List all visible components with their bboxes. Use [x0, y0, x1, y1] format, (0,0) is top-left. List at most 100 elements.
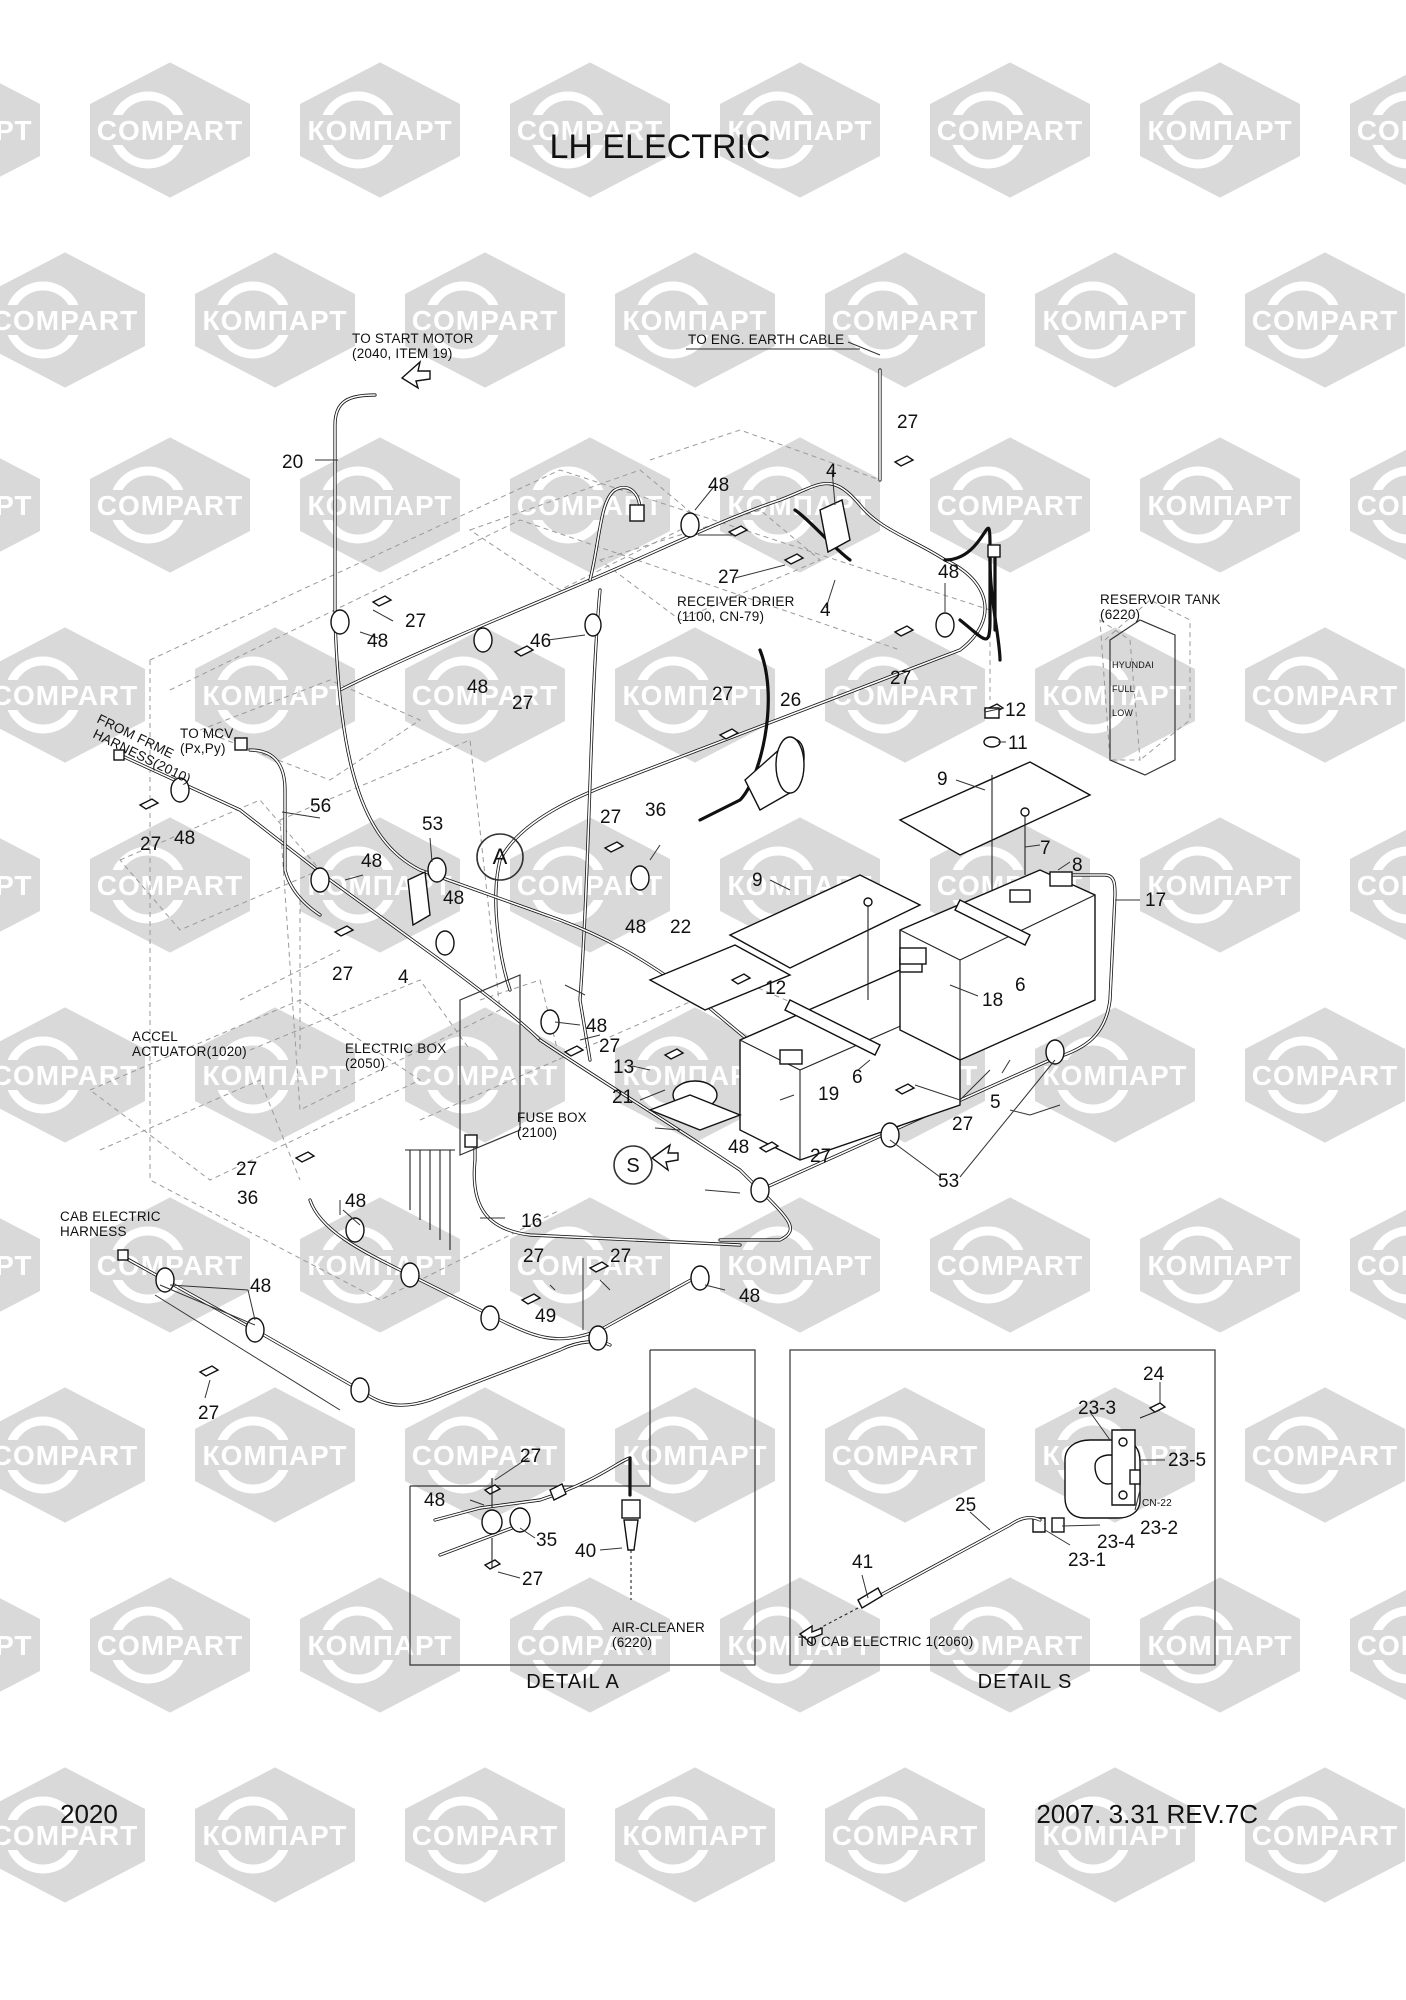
watermark-band: [1355, 1250, 1406, 1280]
callout: 5: [990, 1092, 1001, 1113]
callout: 56: [310, 796, 331, 817]
note-cab-electric-harness-1: CAB ELECTRIC: [60, 1209, 161, 1224]
watermark-text: КОМПАРТ: [203, 305, 348, 336]
callout: 27: [236, 1159, 257, 1180]
callout: 27: [952, 1114, 973, 1135]
watermark-band: [620, 305, 770, 335]
detail-s-panel: DETAIL S: [789, 1349, 1216, 1693]
watermark-band: [410, 1820, 560, 1850]
watermark-text: КОМПАРТ: [1043, 1820, 1188, 1851]
watermark-band: [620, 680, 770, 710]
callout: 40: [575, 1541, 596, 1562]
watermark-band: [200, 305, 350, 335]
svg-text:HYUNDAI: HYUNDAI: [1112, 660, 1154, 670]
watermark-text: COMPART: [832, 305, 978, 336]
watermark-text: КОМПАРТ: [728, 115, 873, 146]
watermark-text: COMPART: [1252, 680, 1398, 711]
callout: 26: [780, 690, 801, 711]
callout: 20: [282, 452, 303, 473]
watermark-text: COMPART: [937, 1630, 1083, 1661]
callout: 36: [237, 1188, 258, 1209]
watermark-band: [410, 1060, 560, 1090]
watermark-band: [1355, 870, 1406, 900]
note-fuse-box-2: (2100): [517, 1125, 557, 1140]
callout: 27: [405, 611, 426, 632]
watermark-band: [1145, 1630, 1295, 1660]
note-reservoir-tank-1: RESERVOIR TANK: [1100, 592, 1221, 607]
callout: 27: [140, 834, 161, 855]
note-electric-box-1: ELECTRIC BOX: [345, 1041, 446, 1056]
callout: 22: [670, 917, 691, 938]
watermark-band: [95, 115, 245, 145]
callout: 4: [820, 600, 831, 621]
note-air-cleaner-1: AIR-CLEANER: [612, 1620, 705, 1635]
watermark-band: [935, 1630, 1085, 1660]
callout: 4: [398, 967, 409, 988]
watermark-band: [1040, 1820, 1190, 1850]
watermark-text: COMPART: [832, 680, 978, 711]
watermark-band: [410, 1440, 560, 1470]
watermark-band: [725, 1630, 875, 1660]
callout: 9: [937, 769, 948, 790]
watermark-text: COMPART: [412, 680, 558, 711]
watermark-text: COMPART: [412, 1060, 558, 1091]
date-revision: 2007. 3.31 REV.7C: [1036, 1799, 1258, 1829]
watermark-text: КОМПАРТ: [203, 1440, 348, 1471]
watermark-band: [515, 115, 665, 145]
watermark-text: COMPART: [0, 680, 138, 711]
callout: 19: [818, 1084, 839, 1105]
watermark-band: [0, 1250, 35, 1280]
watermark-band: [0, 1820, 140, 1850]
watermark-band: [1250, 1440, 1400, 1470]
callout: 48: [250, 1276, 271, 1297]
callout: 49: [535, 1306, 556, 1327]
note-to-cab-electric: TO CAB ELECTRIC 1(2060): [798, 1634, 973, 1649]
callout: 27: [523, 1246, 544, 1267]
watermark-text: COMPART: [1357, 870, 1406, 901]
callout: 11: [1008, 733, 1028, 754]
watermark-text: COMPART: [937, 115, 1083, 146]
watermark-band: [1250, 680, 1400, 710]
view-marker-s: S: [626, 1155, 639, 1177]
watermark-band: [0, 115, 35, 145]
watermark-text: КОМПАРТ: [623, 1820, 768, 1851]
watermark-band: [1355, 490, 1406, 520]
callout: 27: [712, 684, 733, 705]
watermark-text: COMPART: [1357, 490, 1406, 521]
watermark-band: [830, 1440, 980, 1470]
watermark-band: [830, 305, 980, 335]
callout: 27: [520, 1446, 541, 1467]
watermark-band: [1040, 1060, 1190, 1090]
watermark-text: КОМПАРТ: [0, 1250, 32, 1281]
callout: 17: [1145, 890, 1166, 911]
watermark-band: [830, 1820, 980, 1850]
watermark-band: [0, 490, 35, 520]
watermark-band: [1145, 115, 1295, 145]
components: HYUNDAI FULL LOW: [113, 360, 1176, 1403]
watermark-text: КОМПАРТ: [308, 1630, 453, 1661]
watermark-text: COMPART: [0, 1820, 138, 1851]
callout: 13: [613, 1057, 634, 1078]
watermark-text: КОМПАРТ: [308, 1250, 453, 1281]
callout: 21: [612, 1087, 633, 1108]
watermark-text: КОМПАРТ: [308, 115, 453, 146]
watermark-band: [410, 305, 560, 335]
watermark-text: КОМПАРТ: [623, 305, 768, 336]
watermark-band: [1355, 1630, 1406, 1660]
view-marker-a: A: [493, 844, 508, 869]
watermark-band: [1040, 305, 1190, 335]
battery-right: [899, 869, 1096, 1061]
callout: 53: [938, 1171, 959, 1192]
callout: 48: [708, 475, 729, 496]
battery-tray-left: [728, 874, 922, 969]
watermark-text: COMPART: [1252, 1440, 1398, 1471]
watermark-text: COMPART: [1252, 1060, 1398, 1091]
callout: 27: [198, 1403, 219, 1424]
callout: 35: [536, 1530, 557, 1551]
watermark-band: [0, 870, 35, 900]
watermark-text: КОМПАРТ: [623, 1440, 768, 1471]
watermark-text: COMPART: [832, 1440, 978, 1471]
watermark-text: COMPART: [832, 1820, 978, 1851]
callout: 6: [1015, 975, 1026, 996]
battery-tray-right: [898, 761, 1092, 856]
